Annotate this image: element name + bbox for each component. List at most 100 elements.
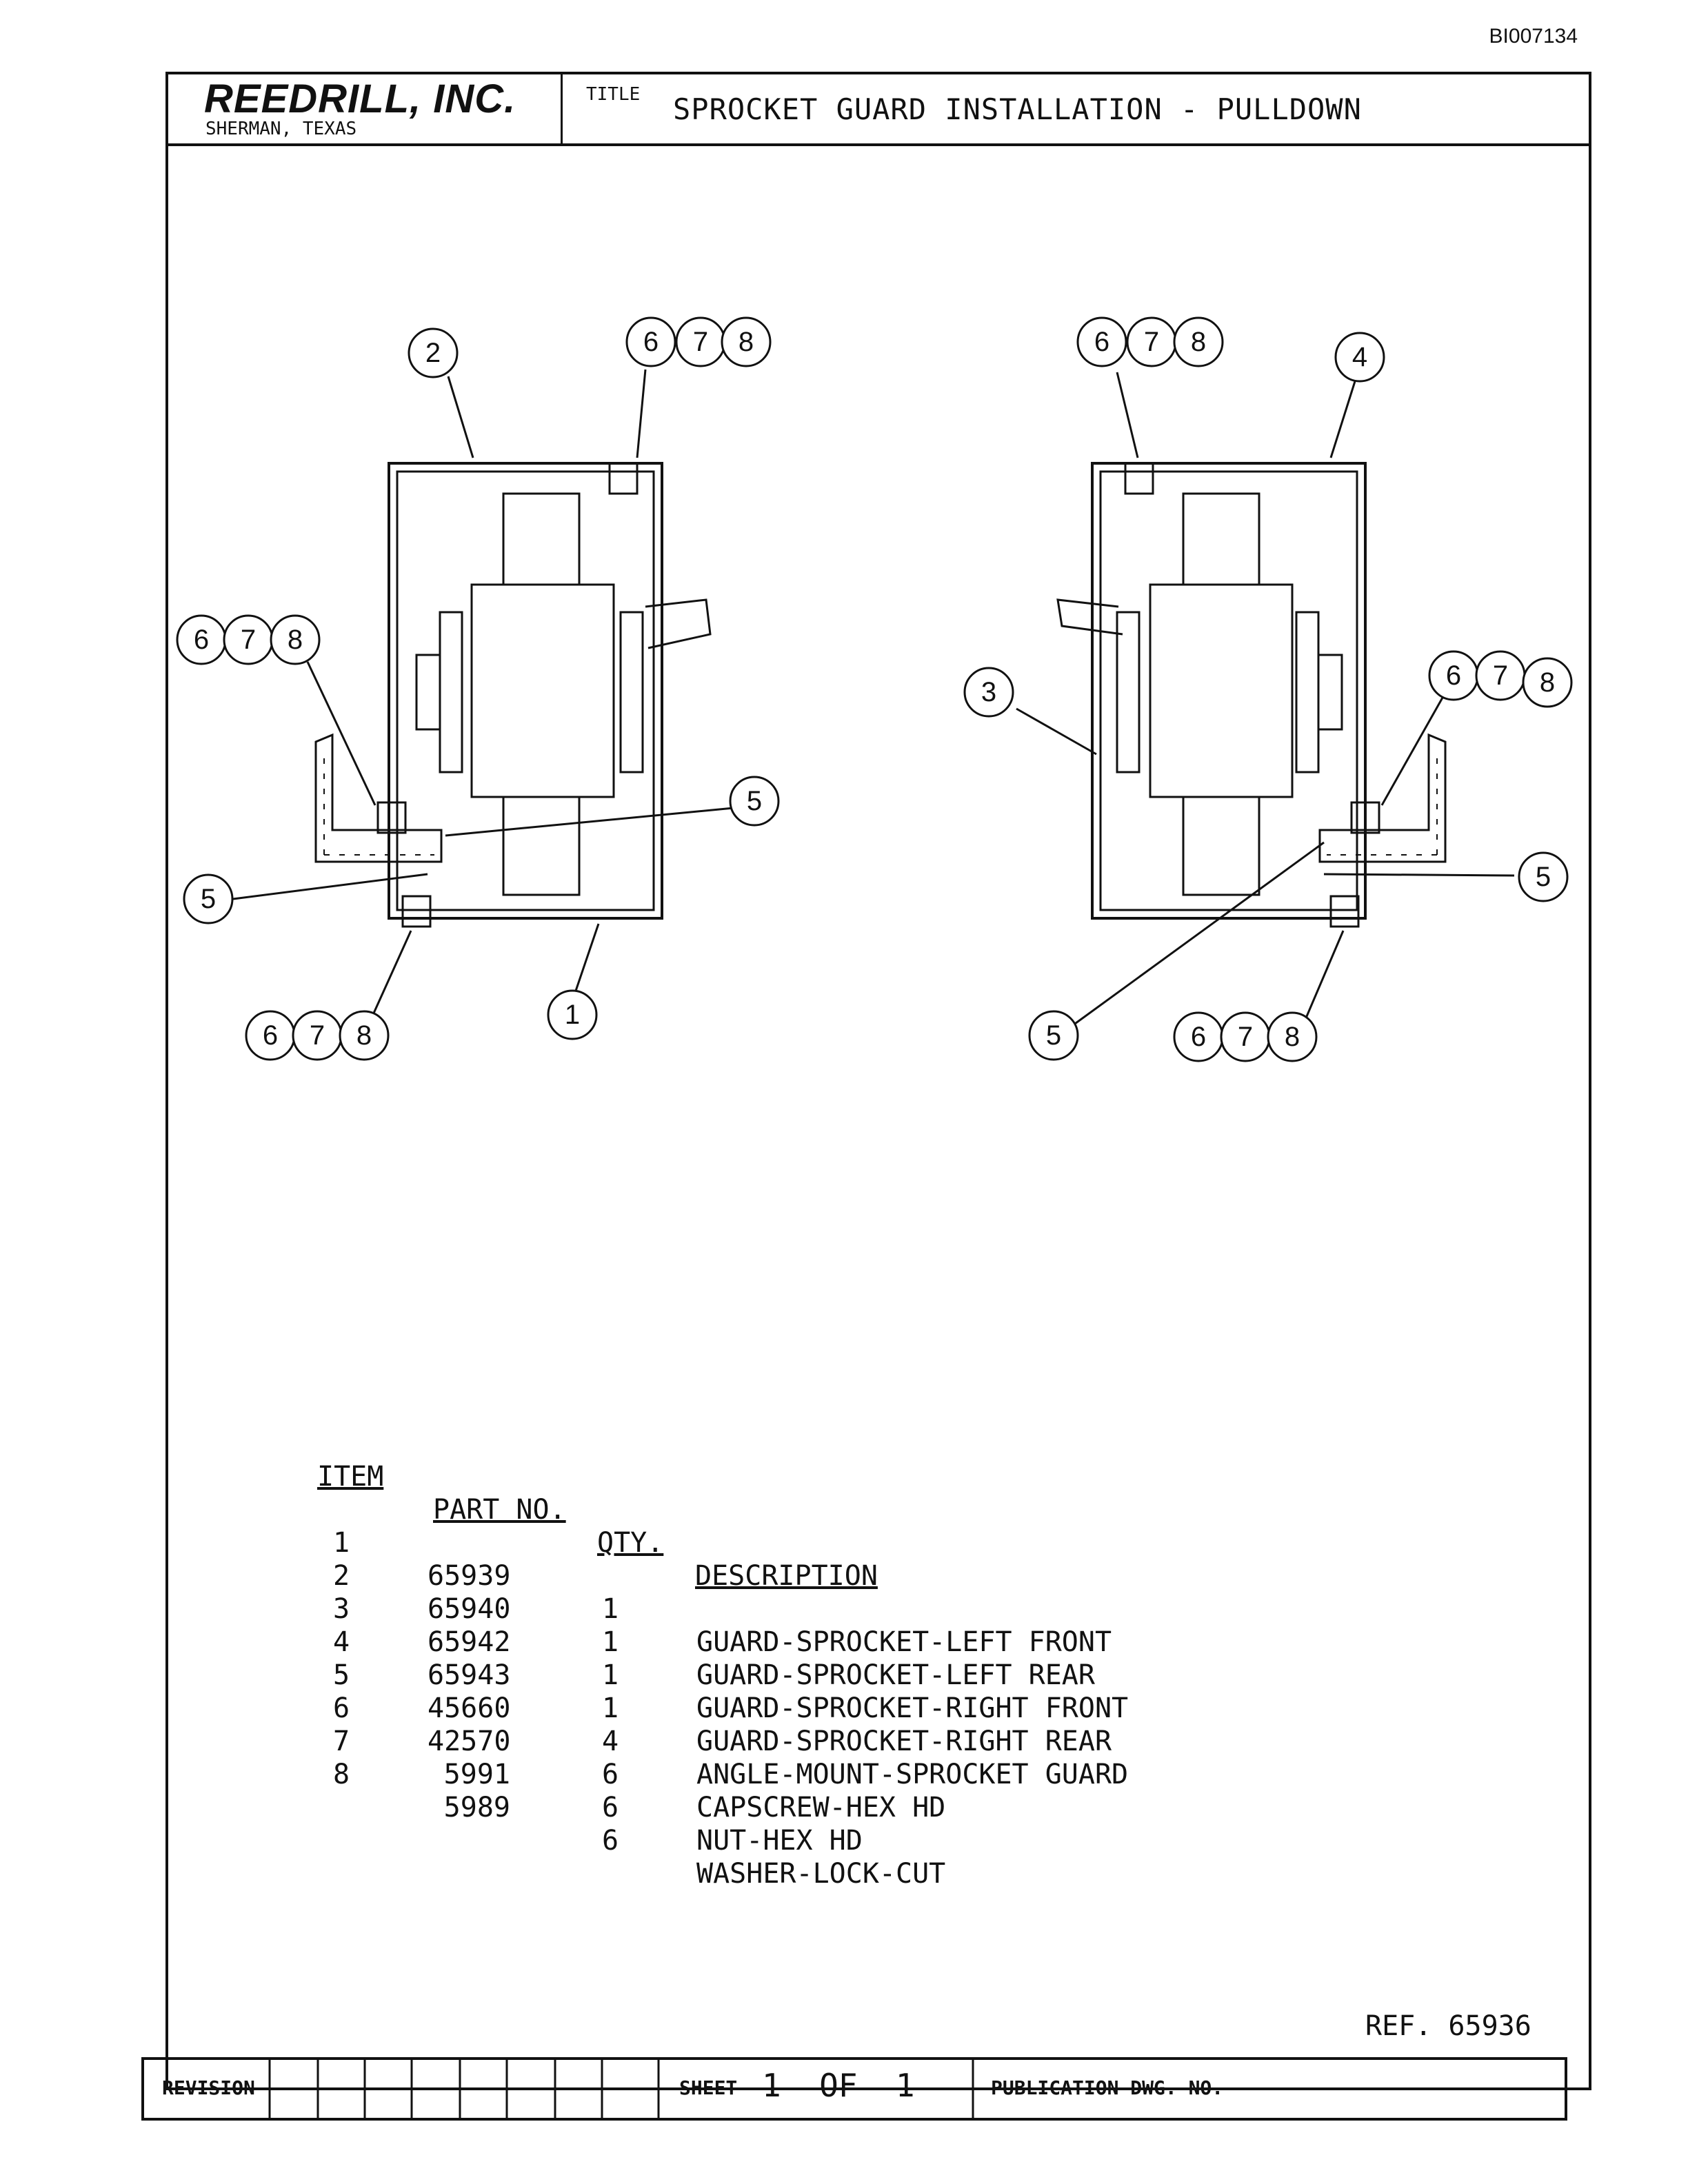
publication-dwg-label: PUBLICATION DWG. NO. [991, 2076, 1224, 2099]
row-description: GUARD-SPROCKET-RIGHT FRONT [696, 1692, 1129, 1724]
left-sprocket-hub [470, 583, 615, 798]
left-top-fastener [608, 462, 639, 495]
row-part-no: 5991 [443, 1759, 510, 1790]
callout-item-2: 2 [425, 338, 441, 368]
leader-left-top-fastener [636, 369, 647, 458]
leader-right-item-5-upper [1323, 873, 1515, 877]
callout-item-6: 6 [1094, 327, 1109, 357]
left-guard-inner [396, 470, 655, 911]
row-description: ANGLE-MOUNT-SPROCKET GUARD [696, 1759, 1129, 1790]
row-part-no: 65943 [428, 1659, 511, 1691]
left-chain-tab [645, 598, 712, 649]
header-part-no: PART NO. [433, 1494, 566, 1526]
leader-right-side-fastener [1380, 697, 1444, 806]
callout-item-3: 3 [981, 677, 996, 707]
callout-item-6: 6 [263, 1020, 278, 1051]
table-row: 2 65940 1 GUARD-SPROCKET-LEFT REAR [317, 1526, 1095, 1725]
left-assembly [314, 462, 712, 928]
revision-strip: REVISION SHEET 1 OF 1 PUBLICATION DWG. N… [141, 2057, 1567, 2138]
callout-item-8: 8 [1540, 667, 1555, 698]
row-part-no: 65939 [428, 1560, 511, 1592]
balloon-item-3 [963, 667, 1014, 718]
leader-lines [232, 369, 1515, 1029]
company-cell: REEDRILL, INC. SHERMAN, TEXAS [165, 72, 563, 143]
leader-left-side-fastener [306, 661, 376, 806]
company-location: SHERMAN, TEXAS [205, 119, 357, 139]
header-description: DESCRIPTION [695, 1560, 878, 1592]
row-description: NUT-HEX HD [696, 1825, 863, 1857]
left-sprocket-plate-b [415, 654, 441, 731]
callout-item-5: 5 [201, 884, 216, 914]
right-sprocket-plate-c [1317, 654, 1343, 731]
callout-item-5: 5 [1046, 1020, 1061, 1051]
left-bottom-fastener [401, 895, 432, 928]
left-guard-outline [388, 462, 663, 920]
row-item: 7 [332, 1726, 350, 1757]
left-sprocket-plate-a [439, 611, 463, 774]
revision-strip-frame [141, 2057, 1567, 2121]
balloon-item-4 [1334, 332, 1385, 383]
row-item: 1 [332, 1527, 350, 1559]
row-qty: 6 [601, 1792, 619, 1823]
header-item: ITEM [317, 1461, 384, 1493]
callout-item-7: 7 [1493, 660, 1508, 691]
right-guard-outline [1091, 462, 1367, 920]
balloon-labels: 2 6 7 8 6 7 8 5 5 6 7 8 1 6 7 8 4 3 6 7 … [194, 327, 1555, 1052]
drawing-frame [165, 72, 1591, 2090]
right-sprocket-plate-a [1116, 611, 1141, 774]
callout-item-6: 6 [1446, 660, 1461, 691]
header-qty: QTY. [597, 1527, 664, 1559]
callout-item-8: 8 [738, 327, 754, 357]
row-item: 5 [332, 1659, 350, 1691]
right-angle-hatch [1327, 758, 1438, 856]
right-sprocket-hub [1149, 583, 1294, 798]
balloon-item-1 [547, 989, 598, 1040]
leader-left-item-5-lower [232, 873, 428, 900]
company-name: REEDRILL, INC. [204, 77, 516, 121]
leader-item-4 [1329, 378, 1357, 458]
row-description: GUARD-SPROCKET-LEFT REAR [696, 1659, 1095, 1691]
right-assembly [1056, 462, 1447, 928]
row-qty: 1 [601, 1626, 619, 1658]
row-part-no: 45660 [428, 1692, 511, 1724]
callout-item-8: 8 [356, 1020, 372, 1051]
row-part-no: 5989 [443, 1792, 510, 1823]
row-part-no: 65942 [428, 1626, 511, 1658]
callout-item-7: 7 [241, 625, 256, 655]
right-guard-inner [1099, 470, 1358, 911]
left-angle-hatch [323, 758, 434, 856]
table-row: 3 65942 1 GUARD-SPROCKET-RIGHT FRONT [317, 1559, 1128, 1758]
row-description: GUARD-SPROCKET-RIGHT REAR [696, 1726, 1112, 1757]
document-id: BI007134 [1489, 25, 1578, 48]
leader-right-top-fastener [1116, 372, 1139, 458]
callout-item-5: 5 [747, 786, 762, 816]
callout-item-8: 8 [1191, 327, 1206, 357]
row-description: CAPSCREW-HEX HD [696, 1792, 946, 1823]
leader-right-bottom-fastener [1302, 930, 1345, 1025]
row-qty: 6 [601, 1825, 619, 1857]
callout-item-6: 6 [194, 625, 209, 655]
parts-table-header: ITEM PART NO. QTY. DESCRIPTION [317, 1427, 878, 1626]
row-item: 6 [332, 1692, 350, 1724]
leader-right-item-5-lower [1069, 841, 1325, 1029]
right-sprocket-plate-b [1295, 611, 1320, 774]
leader-item-3 [1016, 707, 1097, 756]
callout-item-8: 8 [1285, 1022, 1300, 1052]
callout-item-8: 8 [288, 625, 303, 655]
balloon-item-2 [408, 327, 459, 378]
row-part-no: 42570 [428, 1726, 511, 1757]
row-item: 8 [332, 1759, 350, 1790]
callout-item-4: 4 [1352, 342, 1367, 372]
balloon-left-item-5-upper [729, 776, 780, 827]
balloons [176, 316, 1573, 1062]
row-part-no: 65940 [428, 1593, 511, 1625]
row-item: 4 [332, 1626, 350, 1658]
revision-label: REVISION [162, 2076, 255, 2099]
callout-item-6: 6 [1191, 1022, 1206, 1052]
callout-item-6: 6 [643, 327, 659, 357]
sheet-label: SHEET [679, 2076, 738, 2099]
balloon-left-item-5-lower [183, 873, 234, 924]
drawing-title: SPROCKET GUARD INSTALLATION - PULLDOWN [673, 92, 1362, 126]
callout-item-7: 7 [310, 1020, 325, 1051]
